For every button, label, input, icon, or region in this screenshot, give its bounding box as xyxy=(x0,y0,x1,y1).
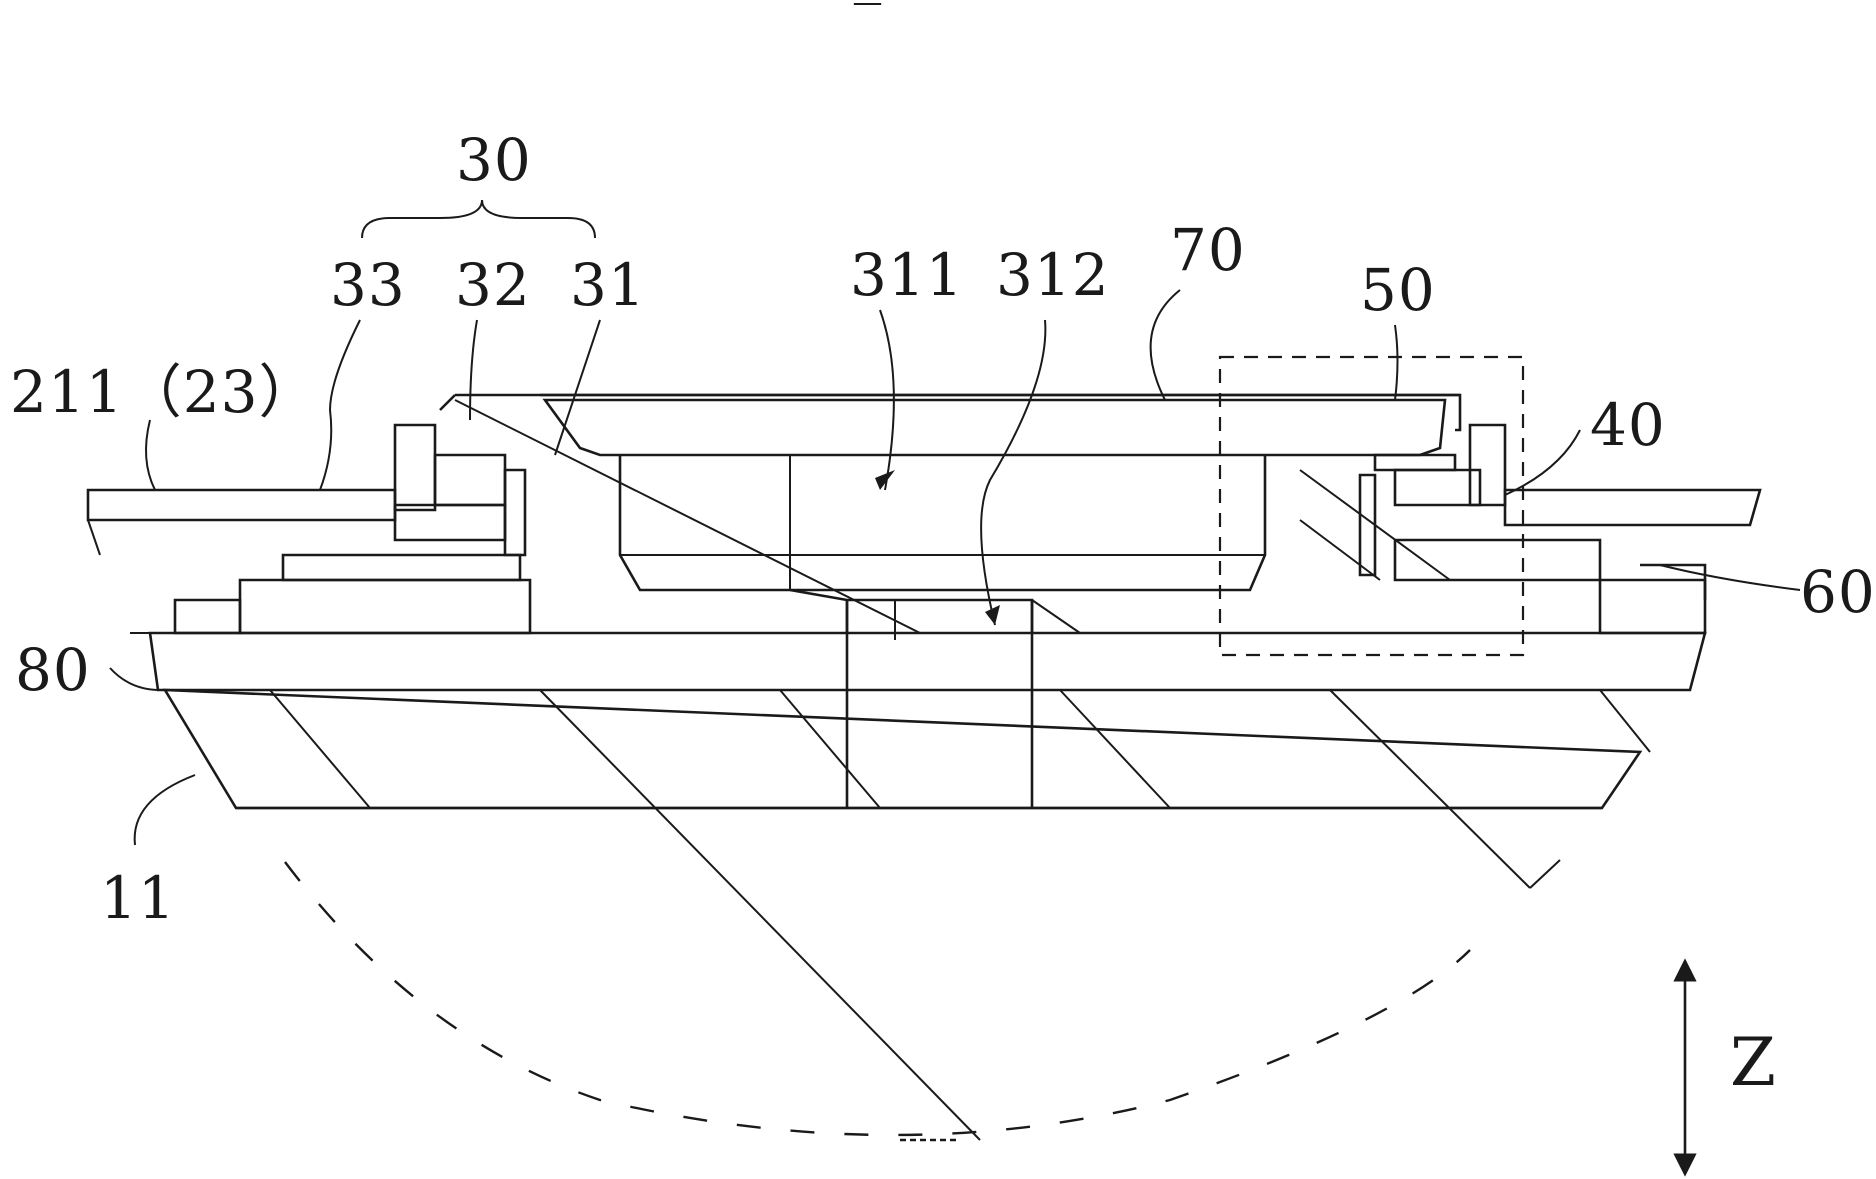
part-33 xyxy=(175,580,530,633)
label-211-23: 211（23） xyxy=(10,358,318,426)
base-body-11 xyxy=(165,600,1650,1140)
housing-31 xyxy=(440,395,1460,633)
reference-labels: 30 33 32 31 311 312 70 50 40 211（23） 60 … xyxy=(10,126,1876,932)
label-33: 33 xyxy=(330,251,406,319)
neck-312 xyxy=(790,590,1080,633)
plate-211-left xyxy=(88,490,505,555)
label-311: 311 xyxy=(850,241,964,309)
label-60: 60 xyxy=(1800,558,1876,626)
label-31: 31 xyxy=(570,251,646,319)
label-11: 11 xyxy=(100,864,176,932)
right-flange xyxy=(1360,425,1600,580)
z-axis: Z xyxy=(1685,970,1776,1165)
label-312: 312 xyxy=(996,241,1110,309)
leader-lines xyxy=(110,290,1800,845)
axis-label-z: Z xyxy=(1730,1024,1776,1101)
plate-211-right xyxy=(1505,490,1760,633)
label-70: 70 xyxy=(1170,216,1246,284)
label-30: 30 xyxy=(456,126,532,194)
chamber-311 xyxy=(620,455,1265,590)
dashed-arc xyxy=(285,862,1470,1140)
label-32: 32 xyxy=(455,251,531,319)
plate-80 xyxy=(130,633,1705,690)
label-50: 50 xyxy=(1360,256,1436,324)
cap-70 xyxy=(540,395,1460,455)
label-40: 40 xyxy=(1590,391,1666,459)
top-mark: — xyxy=(853,0,884,20)
part-32-flange xyxy=(283,425,525,580)
brace-30 xyxy=(362,200,595,238)
label-80: 80 xyxy=(15,636,91,704)
